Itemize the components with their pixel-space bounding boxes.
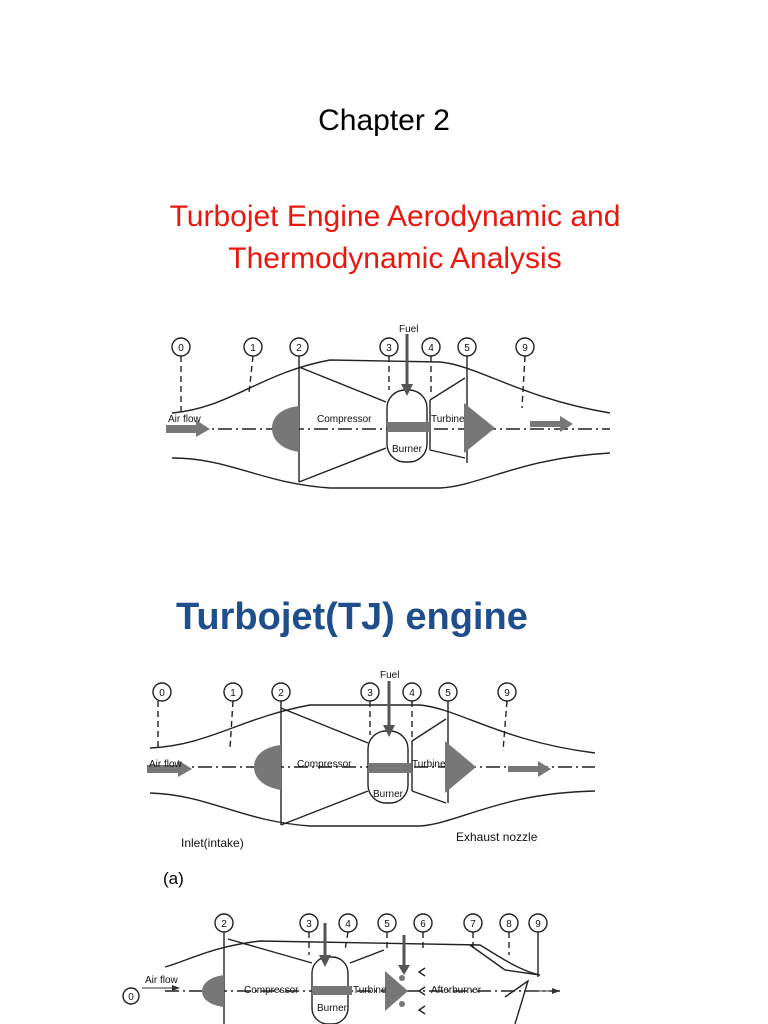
- afterburner-diagram: 2 3 4 5 6 7 8 9 0 Air flow Compressor Tu…: [122, 913, 560, 1024]
- station-label: 9: [535, 919, 541, 930]
- airflow-label: Air flow: [168, 414, 202, 425]
- station-label: 2: [296, 343, 302, 354]
- figure-caption-a: (a): [163, 869, 184, 888]
- station-label: 5: [464, 343, 470, 354]
- station-marker: [122, 987, 140, 1005]
- turbojet-diagram-1: 0 1 2 3 4 5 9 Fuel Air flow Compressor T…: [166, 324, 611, 489]
- station-label: 0: [128, 992, 134, 1003]
- airflow-label: Air flow: [145, 975, 179, 986]
- fuel-label: Fuel: [380, 670, 399, 681]
- burner-label: Burner: [317, 1003, 348, 1014]
- station-label: 4: [345, 919, 351, 930]
- turbojet-diagram-2: 0 1 2 3 4 5 9 Fuel Air flow Compressor T…: [147, 670, 596, 844]
- station-label: 9: [504, 688, 510, 699]
- station-label: 7: [470, 919, 476, 930]
- afterburner-label: Afterburner: [431, 985, 482, 996]
- turbine-label: Turbine: [412, 759, 446, 770]
- compressor-label: Compressor: [297, 759, 352, 770]
- station-label: 2: [278, 688, 284, 699]
- station-label: 5: [384, 919, 390, 930]
- station-label: 2: [221, 919, 227, 930]
- station-label: 8: [506, 919, 512, 930]
- station-label: 6: [420, 919, 426, 930]
- exhaust-nozzle-label: Exhaust nozzle: [456, 830, 538, 844]
- station-label: 0: [178, 343, 184, 354]
- station-label: 9: [522, 343, 528, 354]
- compressor-label: Compressor: [317, 414, 372, 425]
- station-label: 3: [367, 688, 373, 699]
- burner-label: Burner: [392, 444, 423, 455]
- main-title: Turbojet Engine Aerodynamic and Thermody…: [0, 196, 768, 280]
- section-heading: Turbojet(TJ) engine: [176, 596, 528, 638]
- burner-label: Burner: [373, 789, 404, 800]
- station-label: 4: [428, 343, 434, 354]
- station-label: 1: [230, 688, 236, 699]
- station-label: 0: [159, 688, 165, 699]
- station-marker: [152, 682, 172, 702]
- compressor-label: Compressor: [244, 985, 299, 996]
- main-title-line-1: Turbojet Engine Aerodynamic and: [169, 200, 621, 233]
- main-title-line-2: Thermodynamic Analysis: [228, 242, 562, 275]
- station-label: 4: [409, 688, 415, 699]
- turbine-label: Turbine: [431, 414, 465, 425]
- inlet-label: Inlet(intake): [181, 836, 244, 850]
- fuel-label: Fuel: [399, 324, 418, 335]
- station-label: 5: [445, 688, 451, 699]
- turbine-label: Turbine: [353, 985, 387, 996]
- station-label: 3: [386, 343, 392, 354]
- airflow-label: Air flow: [149, 759, 183, 770]
- station-label: 3: [306, 919, 312, 930]
- station-label: 1: [250, 343, 256, 354]
- chapter-title: Chapter 2: [318, 104, 450, 137]
